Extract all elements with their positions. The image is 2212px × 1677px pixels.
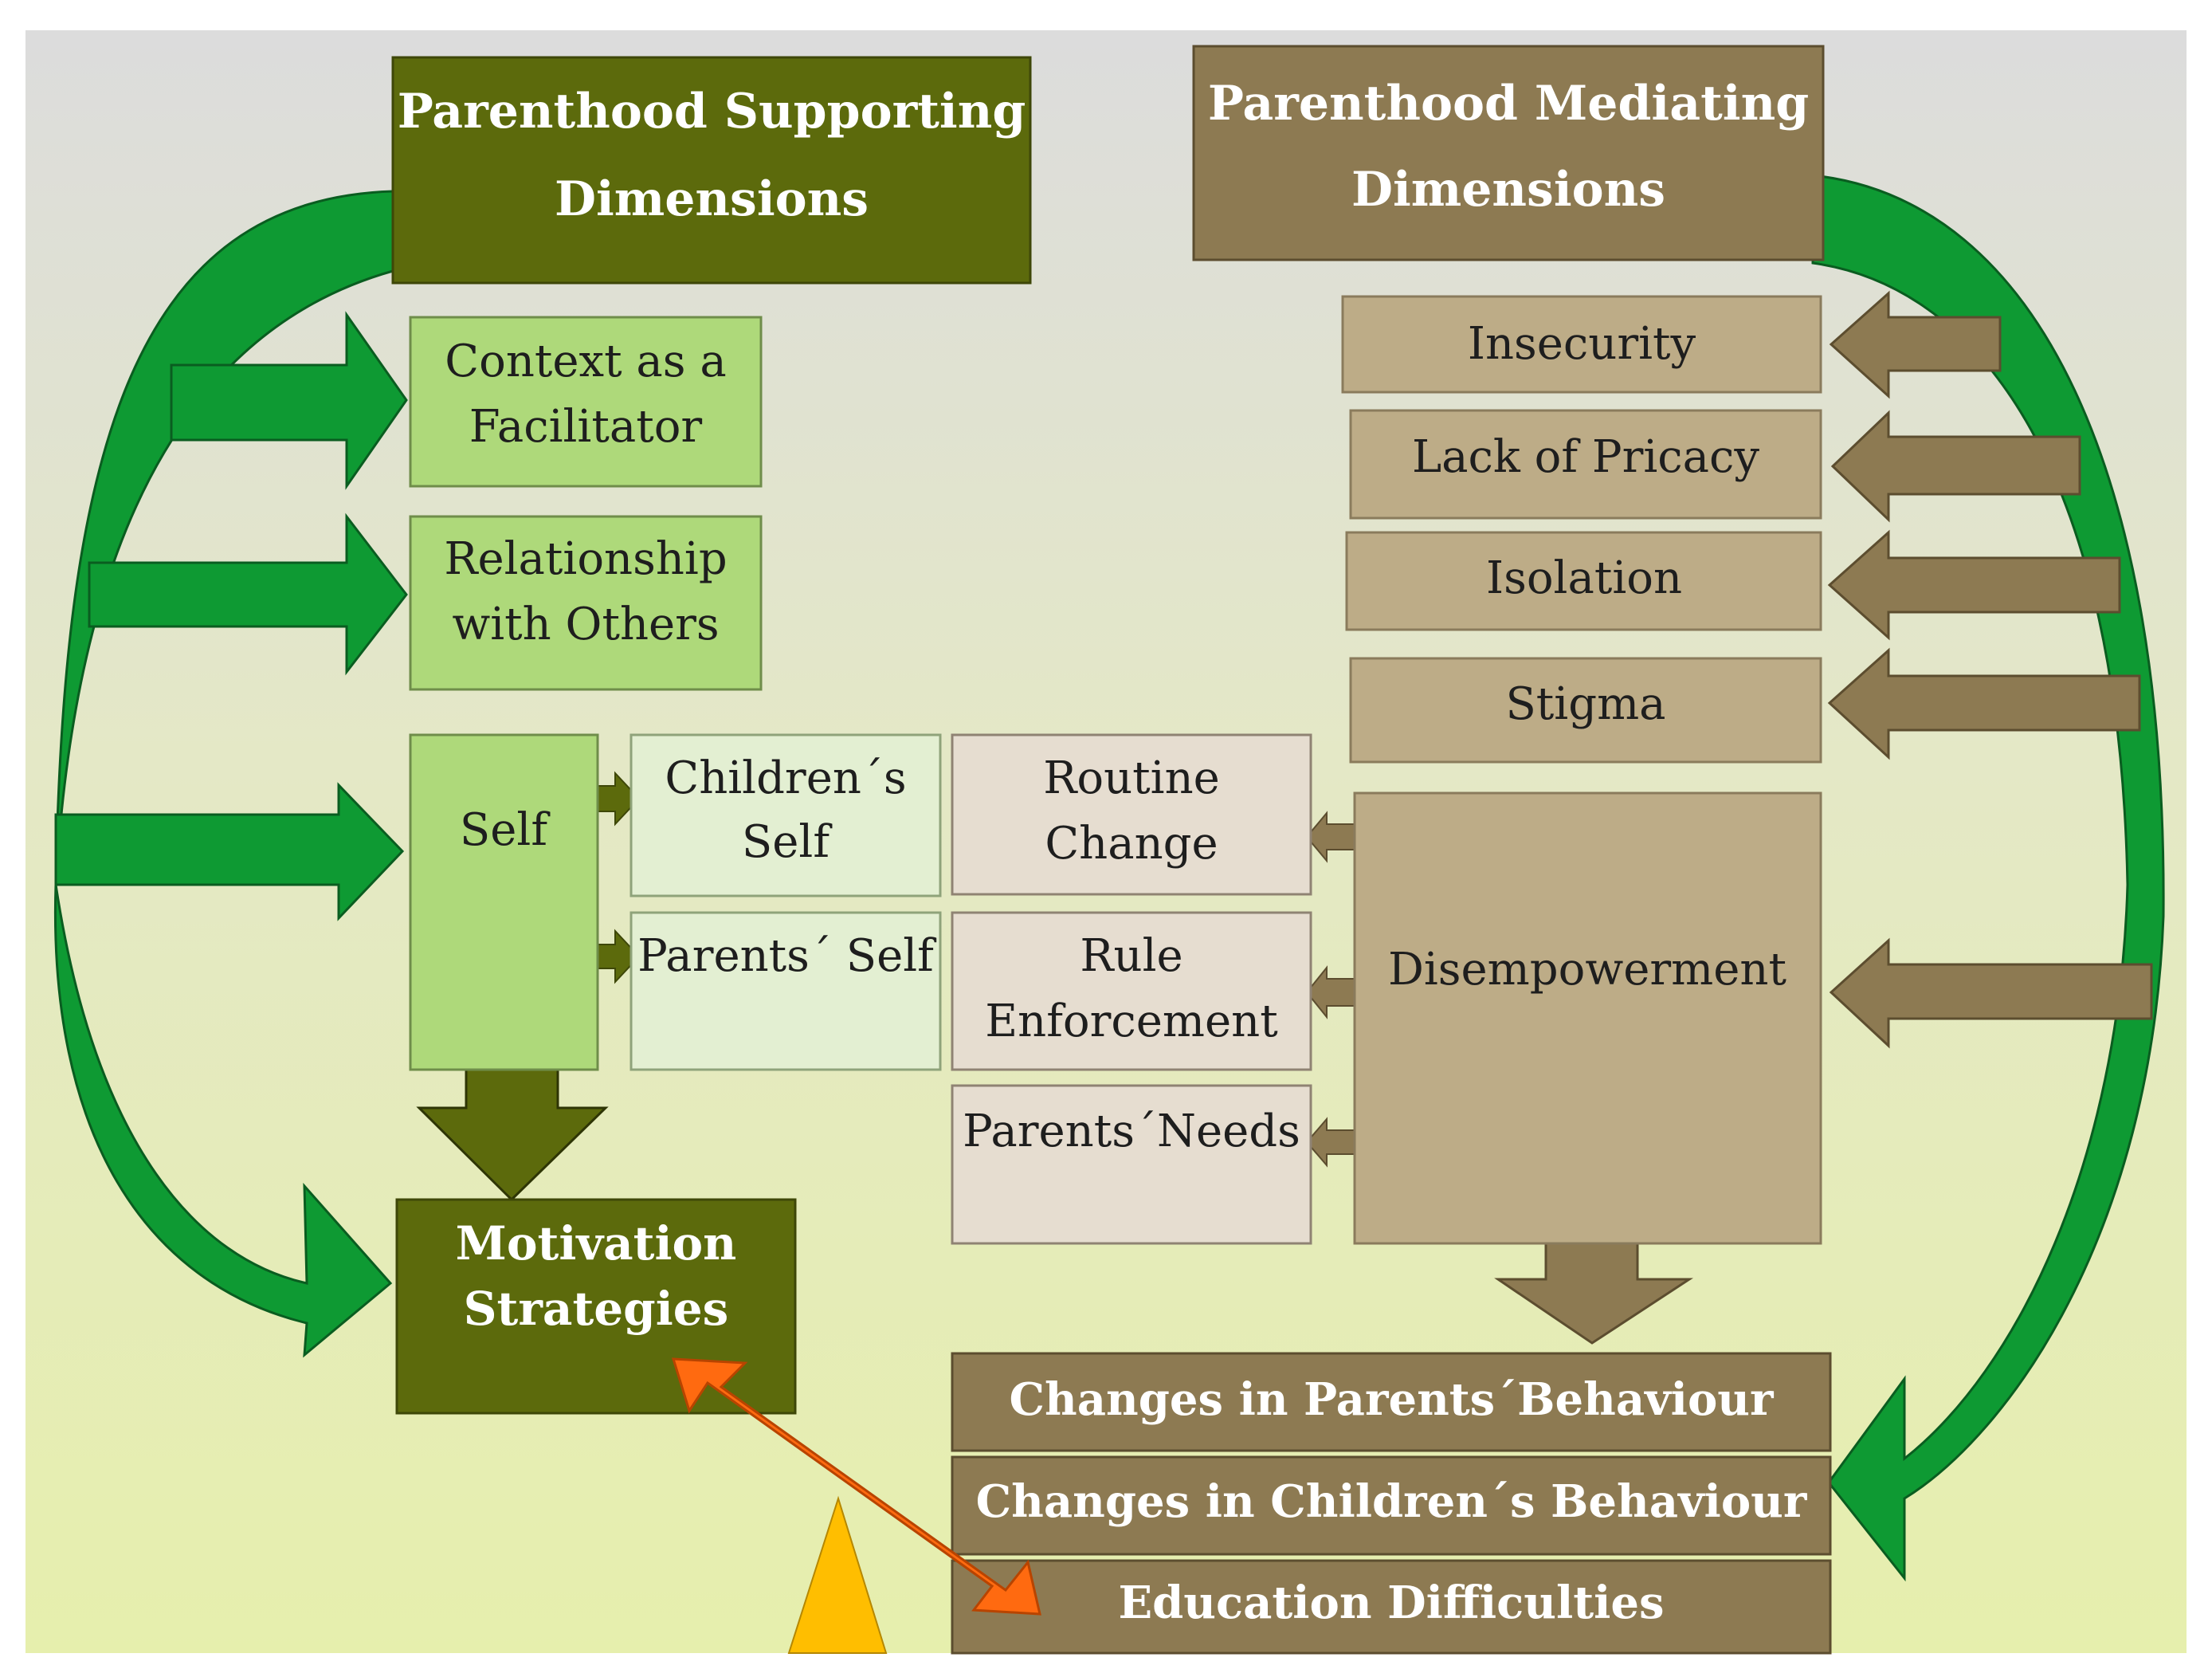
insecurity-box: Insecurity: [1341, 295, 1822, 394]
education-box: Education Difficulties: [951, 1559, 1832, 1655]
changes-parents-box: Changes in Parents´Behaviour: [951, 1352, 1832, 1452]
green-arrow-context: [170, 311, 408, 490]
supporting-title-line2: Dimensions: [555, 171, 869, 227]
parents-self-box: Parents´ Self: [629, 911, 942, 1071]
left-curved-arrow: [53, 190, 394, 1358]
motivation-line1: Motivation: [456, 1216, 737, 1271]
self-box: Self: [409, 733, 599, 1071]
down-arrow-self: [416, 1068, 609, 1202]
context-line2: Facilitator: [469, 401, 703, 453]
changes-parents-line1: Changes in Parents´Behaviour: [1009, 1373, 1775, 1426]
small-arrow-childrens-self: [597, 771, 641, 827]
isolation-line1: Isolation: [1486, 552, 1682, 604]
childrens-self-line2: Self: [742, 816, 833, 868]
parents-needs-line1: Parents´Needs: [963, 1106, 1300, 1157]
relationship-line2: with Others: [452, 599, 719, 650]
brown-arrow-isolation: [1827, 529, 2121, 641]
green-arrow-relationship: [88, 513, 408, 676]
supporting-title-box: Parenthood Supporting Dimensions: [391, 56, 1032, 285]
mediating-title-line2: Dimensions: [1351, 162, 1665, 218]
rule-enforcement-line2: Enforcement: [985, 996, 1278, 1047]
rule-enforcement-box: Rule Enforcement: [951, 911, 1312, 1071]
green-arrow-self: [54, 782, 405, 921]
changes-children-line1: Changes in Children´s Behaviour: [976, 1475, 1808, 1528]
changes-children-box: Changes in Children´s Behaviour: [951, 1455, 1832, 1556]
context-box: Context as a Facilitator: [409, 316, 763, 488]
relationship-line1: Relationship: [444, 533, 727, 585]
stigma-line1: Stigma: [1505, 678, 1665, 730]
brown-arrow-disempowerment: [1829, 937, 2153, 1049]
small-arrow-needs: [1305, 1117, 1357, 1168]
down-arrow-disempowerment: [1494, 1242, 1694, 1345]
disempowerment-line1: Disempowerment: [1388, 944, 1787, 996]
supporting-title-line1: Parenthood Supporting: [398, 84, 1026, 139]
relationship-box: Relationship with Others: [409, 515, 763, 691]
childrens-self-box: Children´s Self: [629, 733, 942, 897]
brown-arrow-insecurity: [1829, 290, 2002, 399]
brown-arrow-privacy: [1830, 410, 2081, 523]
education-line1: Education Difficulties: [1118, 1577, 1664, 1629]
routine-change-line1: Routine: [1043, 752, 1220, 804]
childrens-self-line1: Children´s: [665, 752, 906, 804]
brown-arrow-stigma: [1827, 647, 2141, 760]
self-line1: Self: [460, 804, 551, 856]
routine-change-line2: Change: [1045, 818, 1218, 870]
parents-self-line1: Parents´ Self: [637, 930, 937, 982]
parents-needs-box: Parents´Needs: [951, 1084, 1312, 1245]
routine-change-box: Routine Change: [951, 733, 1312, 896]
insecurity-line1: Insecurity: [1468, 318, 1696, 370]
small-arrow-rule: [1305, 965, 1357, 1019]
mediating-title-line1: Parenthood Mediating: [1208, 76, 1809, 132]
orange-double-arrow: [671, 1357, 1041, 1616]
lack-privacy-line1: Lack of Pricacy: [1412, 431, 1759, 483]
rule-enforcement-line1: Rule: [1080, 930, 1182, 982]
small-arrow-parents-self: [597, 929, 641, 984]
stigma-box: Stigma: [1349, 657, 1822, 764]
isolation-box: Isolation: [1345, 531, 1822, 631]
right-curved-arrow: [1811, 174, 2165, 1582]
motivation-box: Motivation Strategies: [395, 1198, 797, 1415]
motivation-line2: Strategies: [464, 1282, 729, 1336]
yellow-triangle: [787, 1495, 888, 1654]
small-arrow-routine: [1305, 811, 1357, 863]
lack-privacy-box: Lack of Pricacy: [1349, 409, 1822, 520]
disempowerment-box: Disempowerment: [1353, 791, 1822, 1245]
context-line1: Context as a: [445, 336, 726, 387]
mediating-title-box: Parenthood Mediating Dimensions: [1192, 45, 1825, 261]
